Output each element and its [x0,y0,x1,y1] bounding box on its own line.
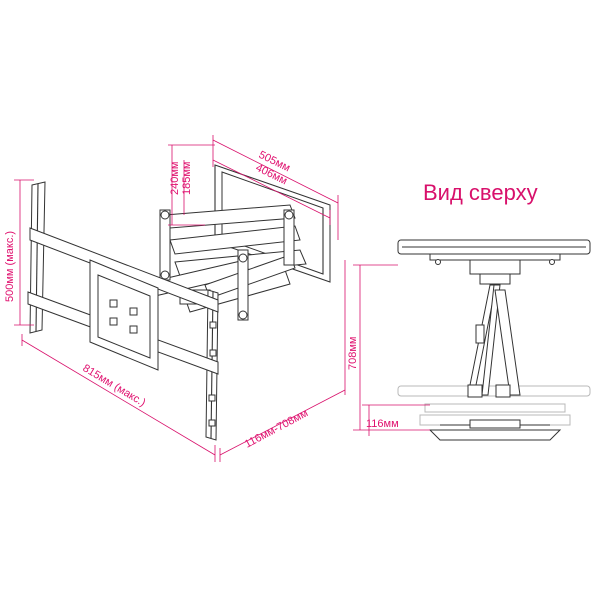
plate-width-label: 815мм (макс.) [80,362,147,409]
min-depth-label: 116мм [366,418,399,430]
iso-dimension-lines [14,135,346,462]
tv-retracted [397,385,591,426]
max-depth-label: 708мм [347,337,359,370]
height-inner-label: 185мм [181,162,193,195]
top-view: Вид сверху [347,180,591,441]
top-view-title: Вид сверху [423,180,538,205]
isometric-view: 505мм 406мм 240мм 185мм 500мм (макс.) 81… [4,135,346,462]
tv-extended [397,239,591,292]
height-outer-label: 240мм [169,162,181,195]
top-arms [467,284,521,398]
top-dimension-lines [353,264,430,436]
top-wall-plate [428,419,562,441]
plate-height-label: 500мм (макс.) [4,231,16,302]
tv-bracket [27,181,219,441]
extension-range-label: 116мм-708мм [243,407,310,450]
